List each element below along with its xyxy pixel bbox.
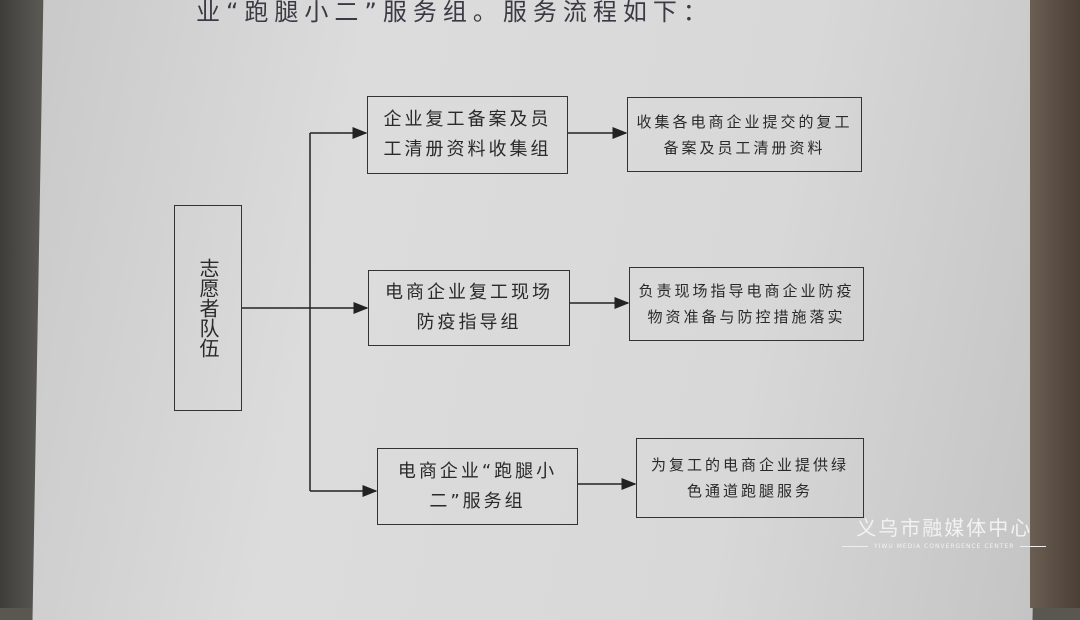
group-box-3: 电商企业“跑腿小二”服务组: [377, 448, 578, 525]
duty-box-2: 负责现场指导电商企业防疫物资准备与防控措施落实: [629, 267, 864, 341]
root-box: 志愿者队伍: [174, 205, 242, 411]
duty-box-1: 收集各电商企业提交的复工备案及员工清册资料: [627, 97, 862, 172]
watermark-en: YIWU MEDIA CONVERGENCE CENTER: [836, 543, 1052, 550]
watermark-logo: 义乌市融媒体中心 YIWU MEDIA CONVERGENCE CENTER: [836, 512, 1052, 550]
duty-box-3: 为复工的电商企业提供绿色通道跑腿服务: [636, 438, 864, 518]
intro-text: 业“跑腿小二”服务组。服务流程如下：: [196, 0, 713, 26]
group-box-1: 企业复工备案及员工清册资料收集组: [367, 96, 568, 174]
background-edge-left: [0, 0, 40, 608]
group-box-2: 电商企业复工现场防疫指导组: [368, 270, 570, 346]
background-edge-right: [1030, 0, 1080, 608]
watermark-cn: 义乌市融媒体中心: [856, 516, 1033, 540]
